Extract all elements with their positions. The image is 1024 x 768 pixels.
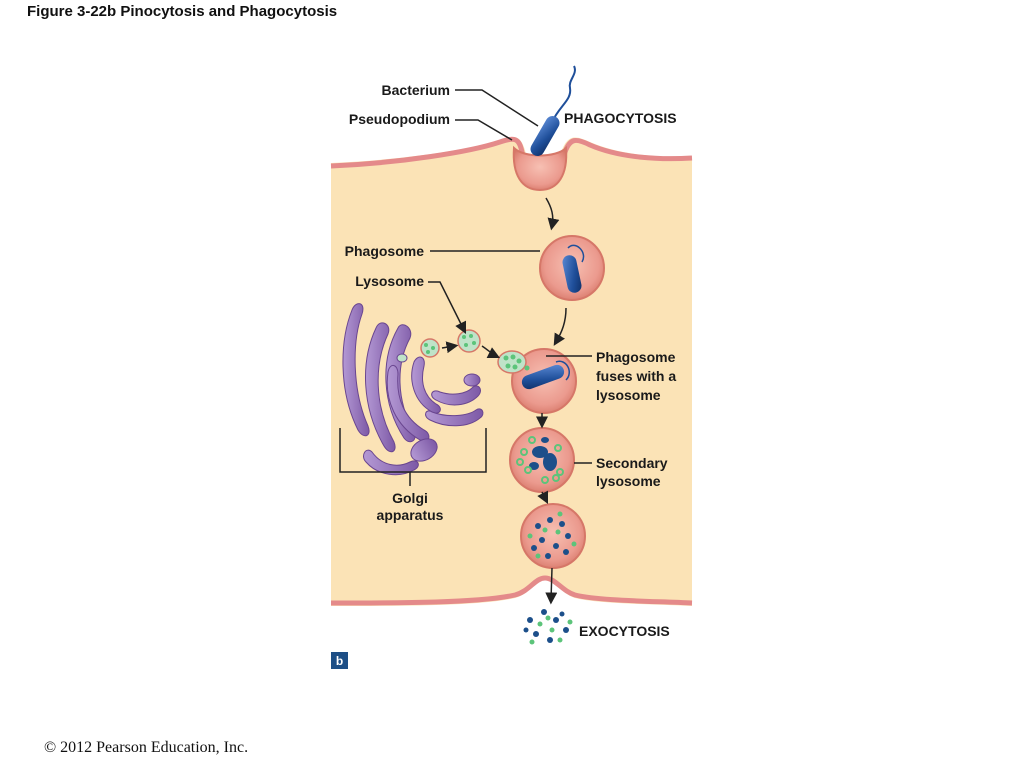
panel-badge	[331, 652, 348, 669]
label-phagosome: Phagosome	[345, 243, 425, 259]
arrow-to-exocytosis	[545, 567, 558, 605]
label-fuses-1: Phagosome	[596, 349, 676, 365]
label-phagocytosis: PHAGOCYTOSIS	[564, 110, 677, 126]
lysosome-vesicles	[420, 329, 481, 358]
label-pseudopodium: Pseudopodium	[349, 111, 450, 127]
leader-bacterium	[455, 89, 539, 127]
plasma-membrane-bottom	[330, 575, 693, 606]
phagosome-bacterium	[562, 255, 582, 293]
label-fuses-2: fuses with a	[596, 368, 676, 384]
label-secondary-2: lysosome	[596, 473, 661, 489]
exocytosed-debris	[523, 609, 573, 645]
bacterium	[530, 116, 560, 156]
label-golgi-2: apparatus	[377, 507, 444, 523]
arrow-to-fusion	[553, 307, 567, 346]
leader-pseudopodium	[455, 119, 513, 141]
arrow-golgi-to-lysosome	[441, 341, 459, 354]
arrow-lysosome-to-phagosome	[481, 345, 501, 359]
label-secondary-1: Secondary	[596, 455, 668, 471]
arrow-lysosome-label	[428, 281, 467, 335]
label-golgi-1: Golgi	[392, 490, 428, 506]
label-lysosome: Lysosome	[355, 273, 424, 289]
arrow-ingest	[545, 197, 560, 231]
label-bacterium: Bacterium	[382, 82, 450, 98]
golgi-bracket	[339, 428, 487, 486]
fusing-bacterium	[521, 364, 565, 390]
figure-title: Figure 3-22b Pinocytosis and Phagocytosi…	[27, 3, 338, 20]
label-fuses-3: lysosome	[596, 387, 661, 403]
arrow-to-residual	[537, 490, 549, 505]
bacterium-flagellum	[551, 65, 576, 123]
copyright-notice: © 2012 Pearson Education, Inc.	[44, 739, 249, 756]
golgi-apparatus	[342, 303, 484, 476]
panel-letter: b	[336, 654, 343, 668]
label-exocytosis: EXOCYTOSIS	[579, 623, 670, 639]
